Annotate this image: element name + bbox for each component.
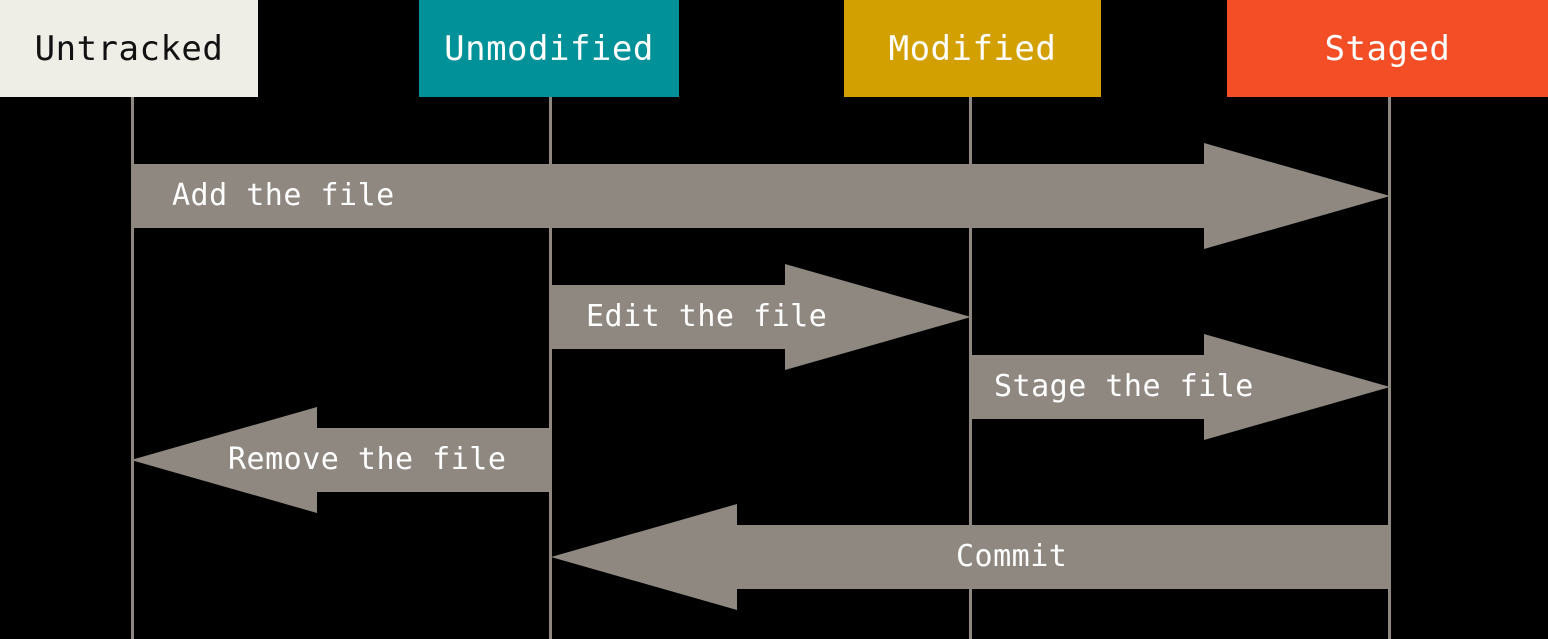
state-box-staged: Staged (1227, 0, 1548, 97)
transition-label-edit: Edit the file (586, 299, 828, 334)
state-label-unmodified: Unmodified (444, 28, 654, 69)
arrow-head-left-icon (551, 504, 737, 610)
state-box-modified: Modified (844, 0, 1101, 97)
state-label-modified: Modified (888, 28, 1057, 69)
lifeline-unmodified (549, 97, 552, 639)
arrow-head-right-icon (1204, 143, 1390, 249)
transition-label-commit: Commit (956, 539, 1068, 574)
lifeline-untracked (131, 97, 134, 639)
arrow-shaft (737, 525, 1390, 589)
transition-label-add: Add the file (172, 178, 395, 213)
arrow-head-left-icon (131, 407, 317, 513)
state-box-untracked: Untracked (0, 0, 258, 97)
arrow-shaft (971, 355, 1205, 419)
arrow-shaft (317, 428, 551, 492)
transition-label-remove: Remove the file (228, 442, 507, 477)
state-label-untracked: Untracked (34, 28, 224, 69)
transition-label-stage: Stage the file (994, 369, 1254, 404)
arrow-head-right-icon (785, 264, 971, 370)
state-box-unmodified: Unmodified (419, 0, 679, 97)
arrow-head-right-icon (1204, 334, 1390, 440)
arrow-shaft (551, 285, 785, 349)
state-label-staged: Staged (1324, 28, 1451, 69)
arrow-shaft (131, 164, 1204, 228)
